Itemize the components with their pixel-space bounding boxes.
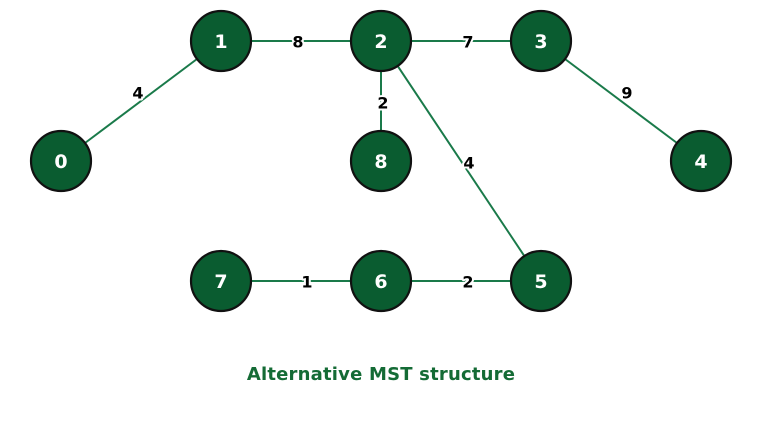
graph-node-3[interactable]: 3 bbox=[509, 9, 573, 73]
edge-labels-layer: 4 8 7 2 4 9 1 2 bbox=[130, 31, 634, 294]
edge-weight-label-1-2: 8 bbox=[292, 33, 303, 52]
nodes-layer: 0 1 2 3 4 5 6 7 8 bbox=[29, 9, 733, 313]
node-circle-2[interactable] bbox=[349, 9, 413, 73]
graph-edge-3-4 bbox=[564, 58, 678, 144]
graph-node-5[interactable]: 5 bbox=[509, 249, 573, 313]
node-label-2: 2 bbox=[374, 31, 387, 53]
node-circle-8[interactable] bbox=[349, 129, 413, 193]
node-label-0: 0 bbox=[54, 151, 67, 173]
graph-edge-0-1 bbox=[84, 58, 198, 144]
edge-weight-label-2-3: 7 bbox=[462, 33, 473, 52]
graph-node-6[interactable]: 6 bbox=[349, 249, 413, 313]
graph-node-8[interactable]: 8 bbox=[349, 129, 413, 193]
node-label-1: 1 bbox=[214, 31, 227, 53]
node-label-8: 8 bbox=[374, 151, 387, 173]
graph-node-4[interactable]: 4 bbox=[669, 129, 733, 193]
edges-layer bbox=[84, 40, 678, 282]
edge-weight-label-0-1: 4 bbox=[132, 84, 143, 103]
node-circle-7[interactable] bbox=[189, 249, 253, 313]
graph-node-7[interactable]: 7 bbox=[189, 249, 253, 313]
node-circle-0[interactable] bbox=[29, 129, 93, 193]
node-label-4: 4 bbox=[694, 151, 707, 173]
edge-weight-label-2-5: 4 bbox=[463, 154, 474, 173]
node-label-3: 3 bbox=[534, 31, 547, 53]
node-label-6: 6 bbox=[374, 271, 387, 293]
node-circle-1[interactable] bbox=[189, 9, 253, 73]
node-label-5: 5 bbox=[534, 271, 547, 293]
graph-title: Alternative MST structure bbox=[246, 364, 516, 385]
graph-node-1[interactable]: 1 bbox=[189, 9, 253, 73]
node-circle-3[interactable] bbox=[509, 9, 573, 73]
graph-edge-2-5 bbox=[396, 65, 526, 257]
edge-weight-label-2-8: 2 bbox=[377, 94, 388, 113]
node-circle-6[interactable] bbox=[349, 249, 413, 313]
graph-node-0[interactable]: 0 bbox=[29, 129, 93, 193]
edge-weight-label-3-4: 9 bbox=[621, 84, 632, 103]
node-circle-5[interactable] bbox=[509, 249, 573, 313]
edge-weight-label-7-6: 1 bbox=[301, 273, 312, 292]
node-circle-4[interactable] bbox=[669, 129, 733, 193]
edge-weight-label-6-5: 2 bbox=[462, 273, 473, 292]
node-label-7: 7 bbox=[214, 271, 227, 293]
graph-node-2[interactable]: 2 bbox=[349, 9, 413, 73]
